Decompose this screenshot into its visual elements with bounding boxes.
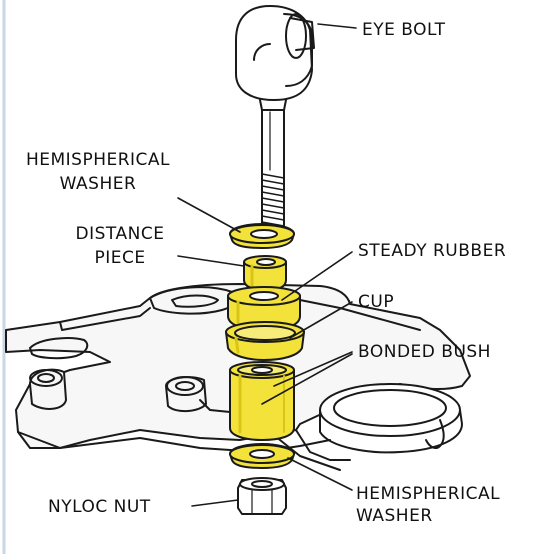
label-hemispherical-washer-bottom-line2: WASHER — [356, 506, 433, 526]
bonded-bush — [229, 361, 295, 441]
nyloc-nut — [237, 477, 287, 515]
leader-lines — [177, 23, 357, 507]
leader-hemi-washer-top — [177, 197, 241, 233]
label-distance-piece-line1: DISTANCE — [75, 224, 165, 244]
label-cup: CUP — [358, 292, 395, 312]
label-hemispherical-washer-top-line1: HEMISPHERICAL — [25, 150, 171, 170]
label-distance-piece-line2: PIECE — [94, 248, 146, 268]
leader-bonded-bush-1 — [273, 351, 353, 387]
label-hemispherical-washer-bottom-line1: HEMISPHERICAL — [356, 484, 501, 504]
label-bonded-bush: BONDED BUSH — [358, 342, 491, 362]
cup — [225, 321, 305, 361]
label-steady-rubber: STEADY RUBBER — [358, 241, 507, 261]
leader-hemi-washer-bottom — [287, 457, 353, 491]
leader-nyloc-nut — [191, 499, 239, 507]
leader-bonded-bush-2 — [261, 353, 353, 405]
leader-cup — [289, 301, 353, 339]
distance-piece — [243, 255, 287, 291]
leader-eye-bolt — [317, 23, 357, 29]
leader-distance-piece — [177, 255, 245, 267]
label-hemispherical-washer-top-line2: WASHER — [59, 174, 137, 194]
leader-steady-rubber — [281, 251, 353, 301]
label-eye-bolt: EYE BOLT — [362, 20, 446, 40]
upper-hemispherical-washer — [229, 223, 295, 249]
eye-bolt — [235, 5, 315, 233]
lower-hemispherical-washer — [229, 443, 295, 469]
label-nyloc-nut: NYLOC NUT — [48, 497, 151, 517]
